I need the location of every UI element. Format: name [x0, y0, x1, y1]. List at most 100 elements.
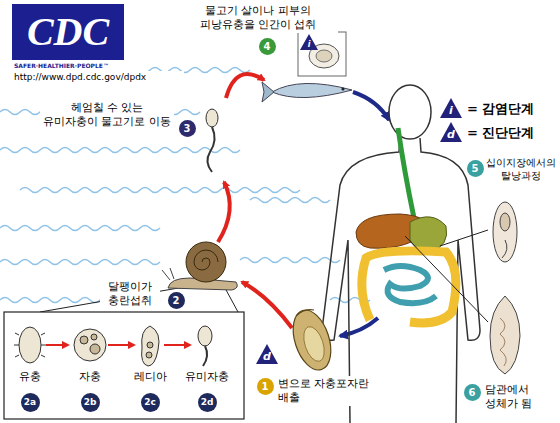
sporocyst: [74, 329, 106, 361]
callout-number: 2c: [141, 393, 160, 412]
miracidium: [19, 327, 41, 363]
water-waves: [0, 226, 160, 231]
cycle-arrows-blue: [353, 92, 389, 120]
adult-fluke: [500, 318, 506, 366]
water-waves: [240, 258, 340, 263]
organs: [398, 128, 414, 218]
cercaria-stage: [203, 346, 207, 366]
excysting-metacercaria: [493, 202, 517, 262]
fish: [272, 83, 352, 97]
water-waves: [20, 188, 300, 193]
snail: [162, 242, 237, 290]
legend-text: = 감염단계: [465, 101, 557, 117]
snail: [162, 268, 174, 280]
cercaria: [206, 109, 218, 172]
cdc-logo-block: [12, 4, 124, 60]
callout-number: 2b: [81, 393, 100, 412]
water-waves: [0, 68, 370, 303]
step-caption: 물고기 살이나 피부의 피낭유충을 인간이 섭취: [178, 3, 338, 33]
diagnostic-stage-triangles: [440, 122, 462, 142]
logo-text: CDC: [12, 7, 124, 57]
stage-leader-lines: [405, 230, 488, 322]
excysting-metacercaria: [502, 240, 507, 258]
callout-number: 2: [168, 292, 185, 309]
stage-name: 유미자충: [177, 370, 237, 384]
egg: [286, 305, 337, 374]
cycle-arrows-blue: [340, 318, 378, 336]
infective-stage-triangles: [300, 34, 462, 118]
step-caption: 담관에서 성체가 됨: [483, 382, 553, 412]
adult-fluke: [490, 296, 520, 374]
sporocyst: [80, 336, 88, 344]
callout-number: 3: [179, 120, 196, 137]
callout-number: 5: [467, 160, 484, 177]
legend-letter: i: [441, 104, 461, 117]
sporocyst: [91, 334, 97, 340]
excysting-metacercaria: [493, 202, 517, 262]
inset-arrows: [46, 344, 190, 346]
snail: [194, 250, 218, 270]
url-text: http://www.dpd.cdc.gov/dpdx: [12, 71, 184, 84]
cycle-arrows-red: [242, 282, 292, 328]
logo-tagline: SAFER·HEALTHIER·PEOPLE™: [12, 61, 142, 71]
diagnostic-stage-triangles: [256, 122, 462, 364]
callout-number: 2d: [198, 393, 217, 412]
water-waves: [0, 260, 160, 265]
metacercaria-icon-box: [298, 32, 346, 76]
inset-arrows: [46, 344, 68, 346]
step-caption: 변으로 자충포자란 배출: [276, 376, 372, 406]
cycle-arrows-red: [226, 74, 264, 98]
inset-arrows: [164, 344, 190, 346]
callout-number: 4: [259, 38, 276, 55]
water-waves: [0, 148, 240, 153]
callout-number: 1: [257, 378, 274, 395]
organs: [384, 266, 436, 303]
redia: [146, 352, 152, 358]
snail: [186, 242, 226, 282]
stage-letter: i: [299, 40, 319, 50]
human-figure: [389, 85, 431, 139]
infective-stage-triangles: [440, 98, 462, 118]
stage-leader-lines: [440, 230, 488, 246]
stage-leader-lines: [405, 236, 488, 322]
legend-letter: d: [441, 128, 461, 141]
redia: [142, 326, 159, 366]
sporocyst: [74, 329, 106, 361]
snail-leader-lines: [225, 288, 238, 312]
stage-name: 유충: [2, 370, 58, 384]
water-waves: [250, 198, 330, 203]
step-caption: 헤엄칠 수 있는 유미자충이 물고기로 이동: [40, 100, 174, 130]
miracidium: [14, 327, 46, 363]
miracidium: [14, 333, 46, 357]
step-caption: 달팽이가 충란섭취: [100, 279, 160, 309]
infective-stage-triangles: [300, 34, 318, 50]
step-caption: 십이지장에서의 탈낭과정: [484, 156, 558, 183]
organs: [362, 251, 456, 323]
stage-name: 레디아: [122, 370, 178, 384]
inset-box: [4, 312, 244, 419]
legend-text: = 진단단계: [465, 125, 557, 141]
egg: [296, 310, 314, 316]
fish: [262, 82, 274, 102]
callout-number: 2a: [21, 393, 40, 412]
cercaria: [206, 109, 218, 127]
cycle-arrows-red: [218, 182, 230, 242]
metacercaria-icon-box: [316, 50, 332, 62]
stage-letter: d: [257, 350, 277, 363]
inset-box: [4, 312, 244, 419]
diagnostic-stage-triangles: [256, 344, 278, 364]
organs: [356, 128, 456, 323]
fish: [262, 82, 352, 102]
cercaria-stage: [198, 326, 212, 346]
cdc-logo-block: [12, 4, 124, 60]
cercaria: [207, 127, 214, 172]
excysting-metacercaria: [500, 213, 510, 231]
sporocyst: [90, 344, 100, 354]
stage-name: 자충: [62, 370, 118, 384]
adult-fluke: [490, 296, 520, 374]
callout-number: 6: [464, 384, 481, 401]
human-figure: [322, 85, 480, 423]
cercaria-stage: [198, 326, 212, 366]
redia: [147, 342, 153, 348]
